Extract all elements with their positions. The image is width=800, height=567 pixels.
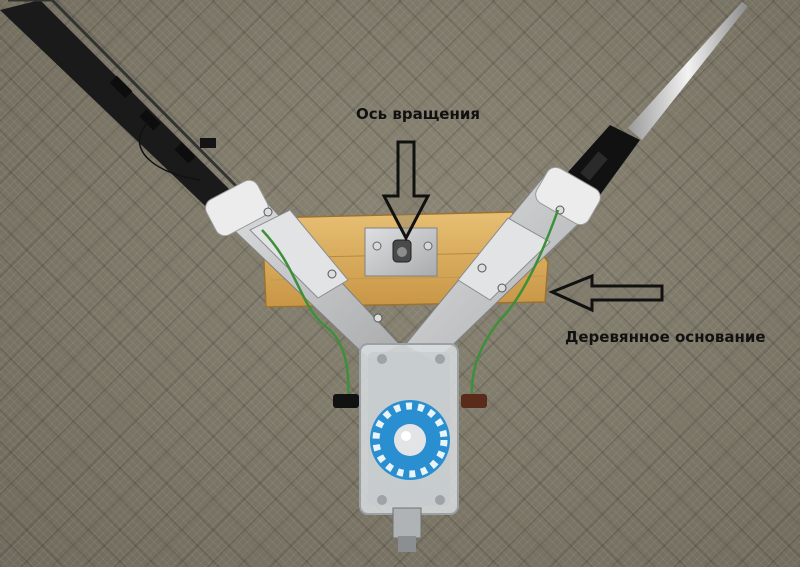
right-arm <box>404 166 601 363</box>
green-wires <box>261 209 560 401</box>
center-plate <box>364 227 438 277</box>
wooden-base-label: Деревянное основание <box>565 328 766 346</box>
terminals <box>333 394 487 552</box>
arrow-left-icon <box>548 273 664 313</box>
right-antenna-whip <box>561 2 748 209</box>
left-antenna-rod <box>0 0 248 222</box>
rotation-axis-label: Ось вращения <box>356 105 480 123</box>
left-arm <box>205 179 401 361</box>
arrow-down-icon <box>381 140 431 242</box>
blue-fan <box>370 400 450 480</box>
